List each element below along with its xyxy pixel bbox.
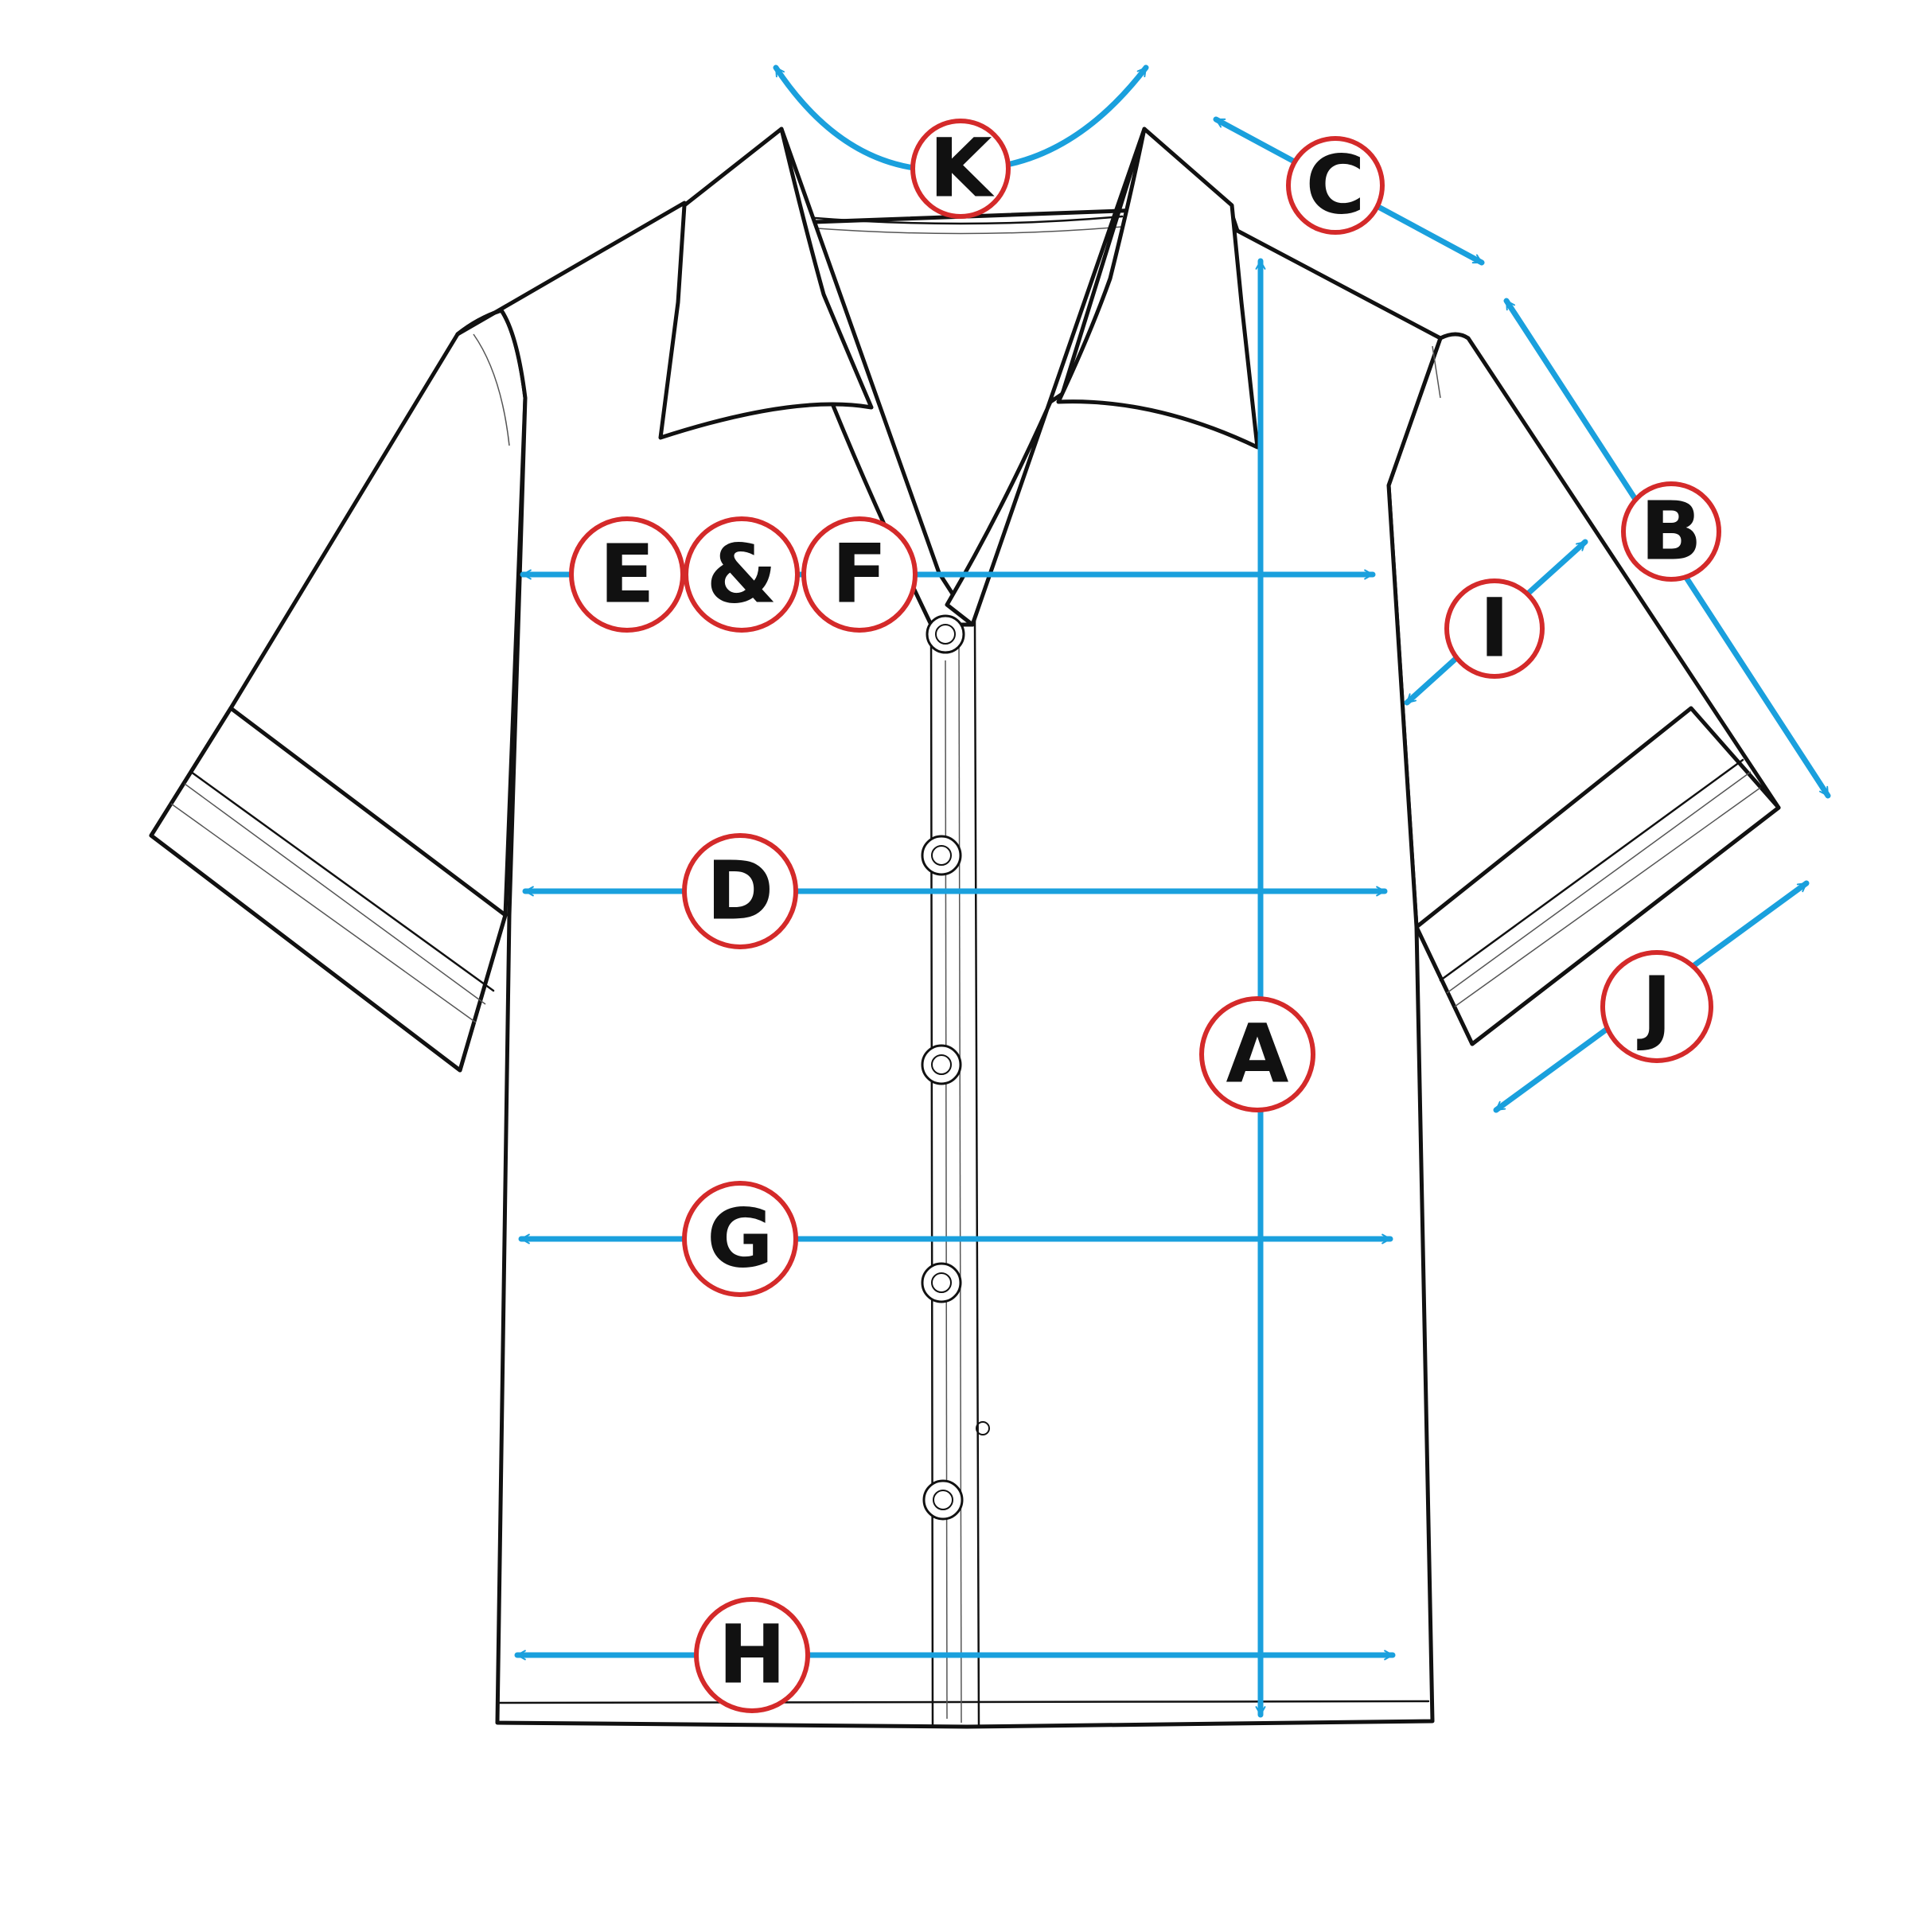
left-collar xyxy=(658,127,874,440)
svg-text:H: H xyxy=(718,1608,785,1703)
svg-text:K: K xyxy=(929,122,995,216)
svg-text:&: & xyxy=(707,528,777,622)
label-i: I xyxy=(1444,578,1545,679)
svg-text:F: F xyxy=(832,528,887,622)
svg-text:A: A xyxy=(1226,1007,1289,1102)
label-j: J xyxy=(1600,950,1713,1063)
label-c: C xyxy=(1286,136,1385,235)
label-d: D xyxy=(682,833,798,949)
shirt-illustration xyxy=(149,127,1781,1729)
svg-text:G: G xyxy=(707,1192,774,1287)
svg-text:I: I xyxy=(1479,582,1510,676)
label-f: F xyxy=(801,516,918,633)
right-collar xyxy=(1056,127,1260,450)
button xyxy=(922,1479,964,1521)
svg-text:E: E xyxy=(599,528,655,622)
button xyxy=(921,1262,962,1303)
button xyxy=(921,835,962,876)
buttonhole xyxy=(976,1421,990,1435)
label-e: E xyxy=(569,516,685,633)
svg-text:C: C xyxy=(1306,138,1366,233)
label-a: A xyxy=(1199,996,1315,1112)
label-b: B xyxy=(1621,481,1721,582)
label-k: K xyxy=(910,119,1011,219)
svg-text:D: D xyxy=(707,844,774,939)
svg-text:J: J xyxy=(1637,960,1672,1054)
button xyxy=(921,1044,962,1085)
label-ampersand: & xyxy=(684,516,800,633)
shirt-buttons xyxy=(921,614,990,1521)
measurement-labels: K C B I E & F D xyxy=(569,119,1721,1713)
button xyxy=(926,614,965,654)
label-h: H xyxy=(694,1597,810,1713)
label-g: G xyxy=(682,1181,798,1297)
svg-text:B: B xyxy=(1640,485,1702,579)
button-placket xyxy=(929,619,934,1727)
